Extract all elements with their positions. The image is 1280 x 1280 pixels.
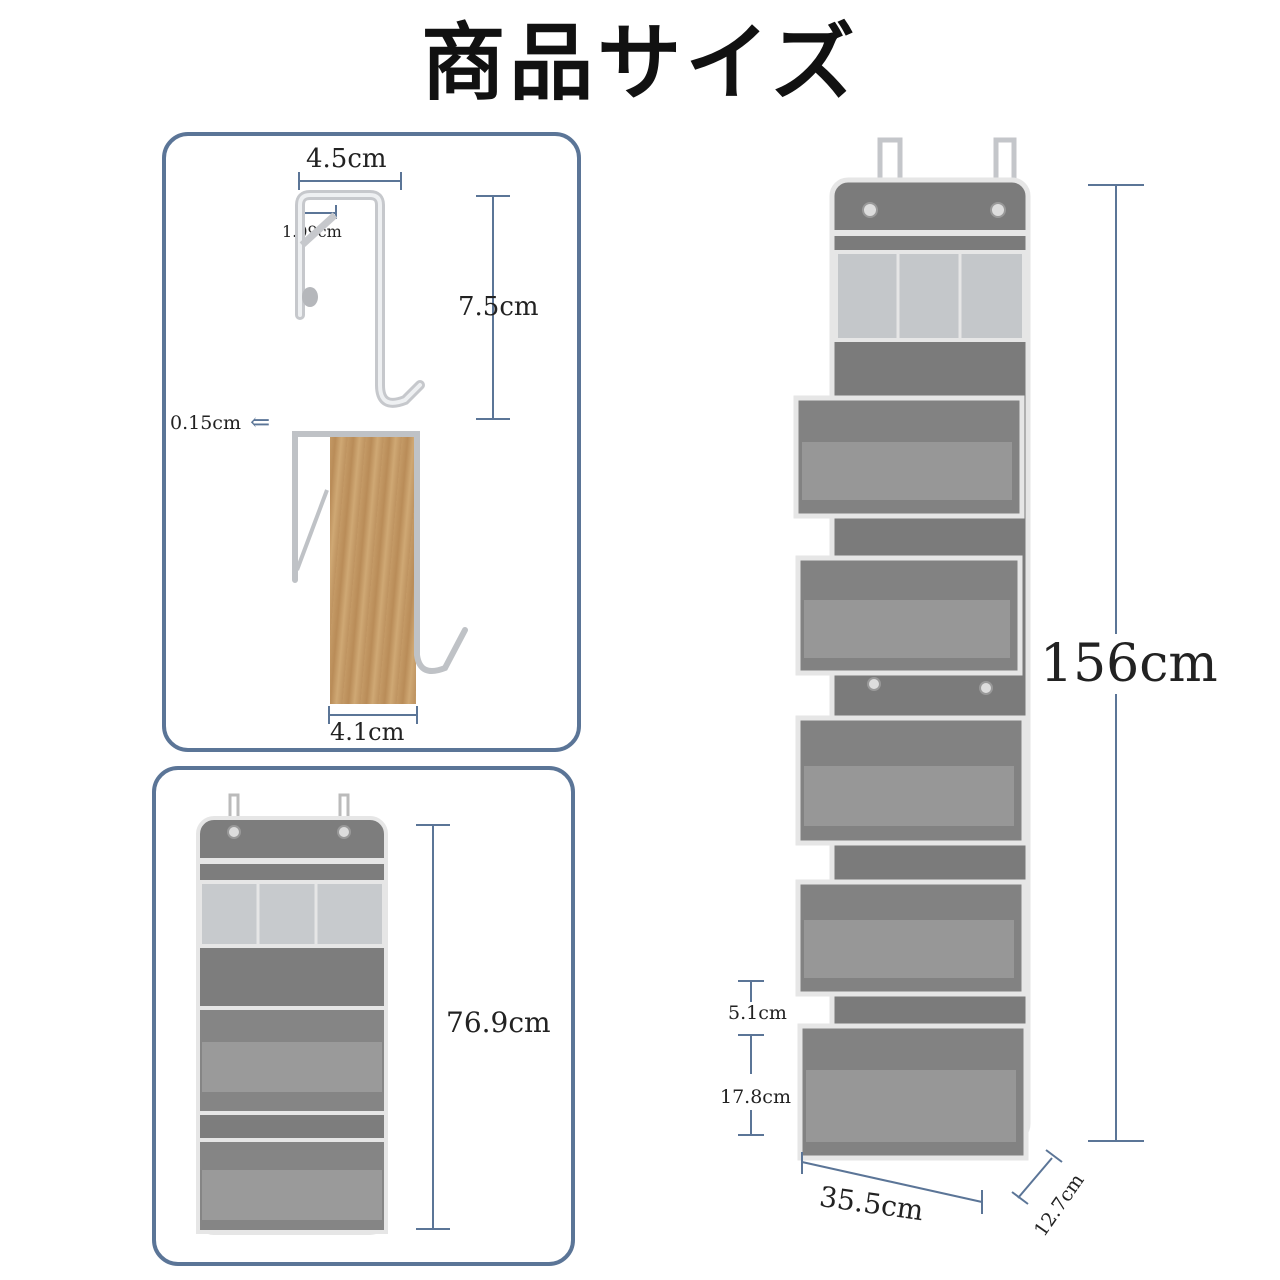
small-height-line bbox=[432, 824, 434, 1230]
page-title: 商品サイズ bbox=[421, 14, 859, 112]
hook-width-label: 4.5cm bbox=[306, 144, 387, 174]
organizer-image bbox=[793, 137, 1031, 1161]
pocket-height-label: 17.8cm bbox=[720, 1086, 791, 1108]
pocket-gap-label: 5.1cm bbox=[728, 1002, 787, 1024]
door-wood-image bbox=[330, 432, 416, 704]
hook-width-line bbox=[298, 180, 402, 182]
gap-label: 0.15cm bbox=[170, 412, 241, 434]
hook-height-line bbox=[492, 195, 494, 420]
gap-arrow-icon: ⇐ bbox=[250, 408, 271, 436]
width-depth-lines bbox=[801, 1149, 1063, 1214]
pocket-gap-line bbox=[750, 980, 752, 1002]
small-organizer-image bbox=[196, 793, 388, 1235]
total-height-label: 156cm bbox=[1040, 634, 1218, 694]
small-height-label: 76.9cm bbox=[446, 1006, 551, 1039]
hook-height-label: 7.5cm bbox=[458, 292, 539, 322]
hook-icon bbox=[295, 190, 425, 408]
door-thickness-label: 4.1cm bbox=[330, 718, 405, 746]
door-hook-icon bbox=[292, 431, 468, 674]
door-thickness-line bbox=[328, 714, 418, 716]
